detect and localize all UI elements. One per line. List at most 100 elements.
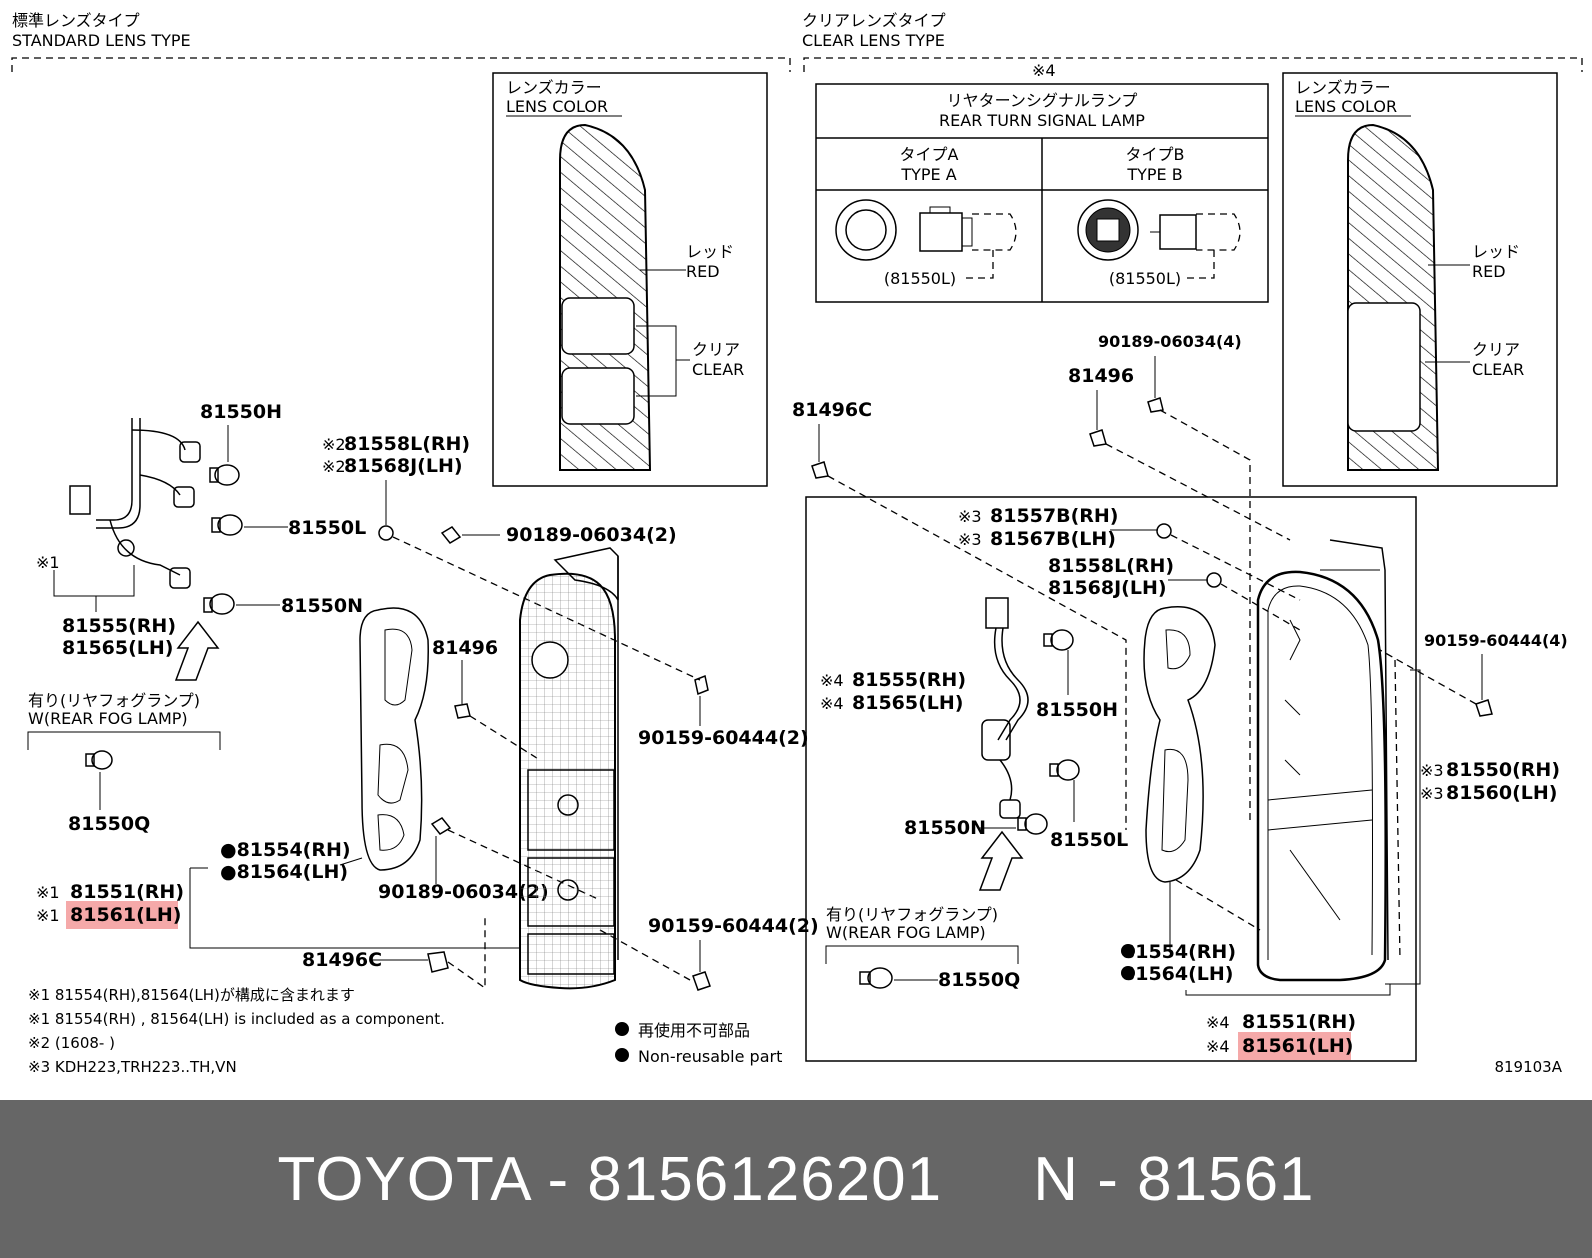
note-2: ※1 81554(RH) , 81564(LH) is included as … bbox=[28, 1010, 445, 1028]
right-lens-color-en: LENS COLOR bbox=[1295, 97, 1397, 116]
right-red-jp: レッド bbox=[1472, 242, 1520, 261]
type-b-jp: タイプB bbox=[1126, 145, 1185, 164]
right-label-81561: 81561(LH) bbox=[1242, 1035, 1353, 1057]
left-gasket bbox=[359, 607, 429, 871]
right-clear-window bbox=[1347, 302, 1421, 432]
right-label-81496: 81496 bbox=[1068, 365, 1134, 387]
left-label-81565: 81565(LH) bbox=[62, 637, 173, 659]
right-fastener-icon bbox=[1089, 429, 1107, 447]
right-label-screw2: 90159-60444(4) bbox=[1424, 631, 1568, 650]
left-label-81564: ●81564(LH) bbox=[220, 861, 348, 883]
right-mark3a: ※3 bbox=[958, 507, 982, 526]
left-fastener-icon bbox=[454, 703, 471, 719]
right-label-81550Q: 81550Q bbox=[938, 969, 1020, 991]
note-4: ※3 KDH223,TRH223..TH,VN bbox=[28, 1058, 237, 1076]
left-mark1: ※1 bbox=[36, 553, 60, 572]
left-label-screw1: 90189-06034(2) bbox=[506, 524, 677, 546]
note-1: ※1 81554(RH),81564(LH)が構成に含まれます bbox=[28, 986, 355, 1004]
left-fog-en: W(REAR FOG LAMP) bbox=[28, 709, 188, 728]
left-assembly: 81550H 81550L 81550N ※1 81555(RH) 81565(… bbox=[27, 401, 819, 991]
type-b-en: TYPE B bbox=[1126, 165, 1182, 184]
parts-diagram: 標準レンズタイプ STANDARD LENS TYPE クリアレンズタイプ CL… bbox=[11, 11, 1583, 1076]
right-bulb-81550H-icon bbox=[1043, 629, 1074, 651]
left-label-81551: 81551(RH) bbox=[70, 881, 184, 903]
left-label-81550N: 81550N bbox=[281, 595, 363, 617]
right-mark4a: ※4 bbox=[820, 671, 844, 690]
right-nonreusable-dot-1 bbox=[1121, 944, 1135, 958]
type-a-jp: タイプA bbox=[900, 145, 959, 164]
left-label-81555: 81555(RH) bbox=[62, 615, 176, 637]
right-label-81560: 81560(LH) bbox=[1446, 782, 1557, 804]
right-label-81564: 81564(LH) bbox=[1122, 963, 1233, 985]
left-label-screw2: 90159-60444(2) bbox=[638, 727, 809, 749]
standard-title-jp: 標準レンズタイプ bbox=[12, 11, 140, 30]
right-label-screw1: 90189-06034(4) bbox=[1098, 332, 1242, 351]
left-lamp-body bbox=[519, 547, 619, 990]
right-81561-highlight bbox=[1238, 1032, 1351, 1060]
left-81496C-icon bbox=[427, 951, 449, 973]
left-label-81496: 81496 bbox=[432, 637, 498, 659]
footnotes: ※1 81554(RH),81564(LH)が構成に含まれます ※1 81554… bbox=[28, 986, 445, 1076]
left-bulb-81550H-icon bbox=[209, 464, 240, 486]
right-label-81555: 81555(RH) bbox=[852, 669, 966, 691]
right-assembly: 81496C 81496 90189-06034(4) ※3 81557B(RH… bbox=[792, 332, 1568, 1062]
left-label-81550H: 81550H bbox=[200, 401, 282, 423]
right-81496C-icon bbox=[811, 461, 829, 479]
right-red-en: RED bbox=[1472, 262, 1506, 281]
right-mark3c: ※3 bbox=[1420, 761, 1444, 780]
turn-signal-mark: ※4 bbox=[1032, 61, 1056, 80]
right-screw-icon-2 bbox=[1475, 699, 1493, 717]
left-label-screw3: 90189-06034(2) bbox=[378, 881, 549, 903]
right-nonreusable-dot-2 bbox=[1121, 966, 1135, 980]
clear-section-header: クリアレンズタイプ CLEAR LENS TYPE bbox=[802, 11, 1583, 72]
right-mark4b: ※4 bbox=[820, 694, 844, 713]
turn-signal-en: REAR TURN SIGNAL LAMP bbox=[939, 111, 1145, 130]
note-3: ※2 (1608- ) bbox=[28, 1034, 115, 1052]
left-screw-icon-4 bbox=[692, 971, 711, 991]
legend-jp: 再使用不可部品 bbox=[638, 1021, 750, 1040]
left-red-jp: レッド bbox=[686, 242, 734, 261]
left-label-81550Q: 81550Q bbox=[68, 813, 150, 835]
right-fog-en: W(REAR FOG LAMP) bbox=[826, 923, 986, 942]
type-b-bulb: (81550L) bbox=[1109, 269, 1181, 288]
right-fog-jp: 有り(リヤフォグランプ) bbox=[826, 905, 998, 924]
left-lens-color-jp: レンズカラー bbox=[506, 78, 602, 97]
footer-part-number: TOYOTA - 8156126201 N - 81561 bbox=[277, 1144, 1315, 1214]
right-label-81550L: 81550L bbox=[1050, 829, 1128, 851]
left-bulb-81550N-icon bbox=[203, 593, 235, 615]
footer-bar: TOYOTA - 8156126201 N - 81561 bbox=[0, 1100, 1592, 1258]
left-mark1b: ※1 bbox=[36, 906, 60, 925]
right-mark4d: ※4 bbox=[1206, 1037, 1230, 1056]
right-clear-en: CLEAR bbox=[1472, 360, 1524, 379]
right-wire-harness bbox=[981, 597, 1029, 819]
left-clear-en: CLEAR bbox=[692, 360, 744, 379]
left-clear-jp: クリア bbox=[692, 340, 740, 359]
left-mark2b: ※2 bbox=[322, 457, 346, 476]
right-clip-icon-1 bbox=[1156, 523, 1172, 539]
left-label-81558L: 81558L(RH) bbox=[344, 433, 470, 455]
legend-dot-1 bbox=[615, 1022, 629, 1036]
clear-title-jp: クリアレンズタイプ bbox=[802, 11, 946, 30]
type-a-bulb: (81550L) bbox=[884, 269, 956, 288]
left-clip-icon bbox=[378, 525, 394, 541]
left-label-81550L: 81550L bbox=[288, 517, 366, 539]
left-mark1a: ※1 bbox=[36, 883, 60, 902]
type-a-en: TYPE A bbox=[900, 165, 956, 184]
right-label-81567B: 81567B(LH) bbox=[990, 528, 1116, 550]
right-mark4c: ※4 bbox=[1206, 1013, 1230, 1032]
right-bulb-81550Q-icon bbox=[859, 967, 893, 989]
left-screw-icon-2 bbox=[694, 674, 709, 696]
right-lens-color-box: レンズカラー LENS COLOR レッド RED クリア CLEAR bbox=[1282, 72, 1558, 487]
right-label-81550: 81550(RH) bbox=[1446, 759, 1560, 781]
right-label-81568J: 81568J(LH) bbox=[1048, 577, 1167, 599]
left-bulb-81550L-icon bbox=[211, 514, 243, 536]
right-lamp-body bbox=[1256, 539, 1401, 982]
diagram-id: 819103A bbox=[1494, 1058, 1562, 1076]
right-bulb-81550N-icon bbox=[1017, 813, 1048, 835]
legend-en: Non-reusable part bbox=[638, 1047, 782, 1066]
right-screw-icon-1 bbox=[1147, 397, 1164, 413]
type-a-socket-icon bbox=[835, 199, 1017, 279]
right-clip-icon-2 bbox=[1206, 572, 1222, 588]
right-arrow-icon bbox=[978, 830, 1024, 891]
right-bulb-81550L-icon bbox=[1049, 759, 1080, 781]
